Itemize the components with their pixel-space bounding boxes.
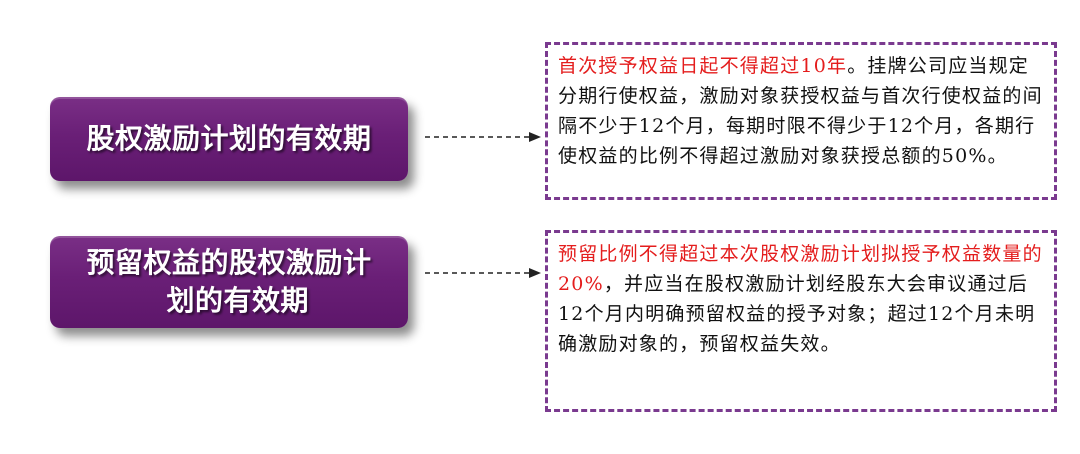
label-reserved-equity-period: 预留权益的股权激励计 划的有效期: [86, 244, 371, 320]
desc-reserved-equity-period: 预留比例不得超过本次股权激励计划拟授予权益数量的20%，并应当在股权激励计划经股…: [558, 239, 1044, 359]
desc-box-reserved-equity-period: 预留比例不得超过本次股权激励计划拟授予权益数量的20%，并应当在股权激励计划经股…: [545, 230, 1057, 412]
desc-rest: 。挂牌公司应当规定分期行使权益，激励对象获授权益与首次行使权益的间隔不少于12个…: [558, 55, 1043, 167]
desc-highlight: 首次授予权益日起不得超过10年: [558, 55, 848, 77]
label-validity-period: 股权激励计划的有效期: [86, 120, 371, 158]
desc-validity-period: 首次授予权益日起不得超过10年。挂牌公司应当规定分期行使权益，激励对象获授权益与…: [558, 51, 1044, 171]
desc-rest: ，并应当在股权激励计划经股东大会审议通过后12个月内明确预留权益的授予对象；超过…: [558, 273, 1036, 355]
dashed-arrow-2: [425, 266, 543, 280]
label-line-1: 预留权益的股权激励计: [86, 246, 372, 279]
label-line-2: 划的有效期: [166, 284, 309, 317]
label-line-1: 股权激励计划的有效期: [86, 122, 372, 155]
label-box-reserved-equity-period: 预留权益的股权激励计 划的有效期: [50, 236, 408, 328]
dashed-arrow-1: [425, 130, 543, 144]
desc-highlight: 预留比例不得超过本次股权激励计划拟授予权益数量的20%: [558, 243, 1043, 295]
desc-box-validity-period: 首次授予权益日起不得超过10年。挂牌公司应当规定分期行使权益，激励对象获授权益与…: [545, 42, 1057, 200]
label-box-validity-period: 股权激励计划的有效期: [50, 97, 408, 181]
